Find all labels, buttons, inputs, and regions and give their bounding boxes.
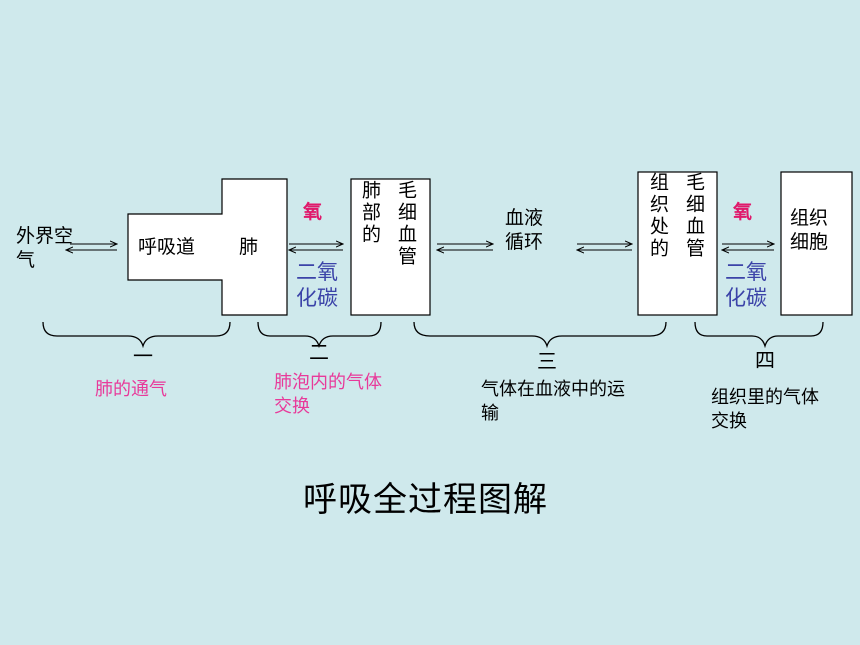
airway-label: 呼吸道 <box>138 236 196 258</box>
stage-number-2: 二 <box>309 340 329 364</box>
stage-desc-3: 气体在血液中的运输 <box>481 379 625 424</box>
lung-label: 肺 <box>239 236 259 258</box>
co2-label-2: 二氧化碳 <box>725 260 767 310</box>
blood-circulation-label: 血液循环 <box>505 207 544 253</box>
diagram-title: 呼吸全过程图解 <box>303 480 548 520</box>
lung-part-label: 肺部的 <box>359 180 381 246</box>
co2-label-1: 二氧化碳 <box>296 260 338 310</box>
brace-3 <box>413 321 667 349</box>
tissue-cells-box <box>780 171 853 316</box>
brace-1 <box>42 321 231 349</box>
stage-desc-1: 肺的通气 <box>95 379 167 400</box>
stage-desc-2: 肺泡内的气体交换 <box>274 372 382 417</box>
oxygen-label-2: 氧 <box>733 201 753 223</box>
brace-4 <box>694 321 824 349</box>
stage-desc-4: 组织里的气体交换 <box>711 387 819 432</box>
tissue-cells-label: 组织细胞 <box>790 207 829 253</box>
brace-2 <box>257 321 382 349</box>
airway-lung-shape <box>127 178 288 316</box>
tissue-part-label: 组织处的 <box>647 172 669 260</box>
braces <box>42 321 824 349</box>
tissue-capillary-label: 毛细血管 <box>683 172 705 260</box>
outside-air-label: 外界空气 <box>16 225 74 271</box>
oxygen-label-1: 氧 <box>303 201 323 223</box>
tissue-capillary-box <box>637 171 718 316</box>
arrows <box>66 244 774 250</box>
stage-number-4: 四 <box>755 348 775 372</box>
stage-number-3: 三 <box>537 349 557 373</box>
stage-number-1: 一 <box>133 344 153 368</box>
lung-capillary-label: 毛细血管 <box>395 180 417 268</box>
lung-capillary-box <box>350 178 431 316</box>
